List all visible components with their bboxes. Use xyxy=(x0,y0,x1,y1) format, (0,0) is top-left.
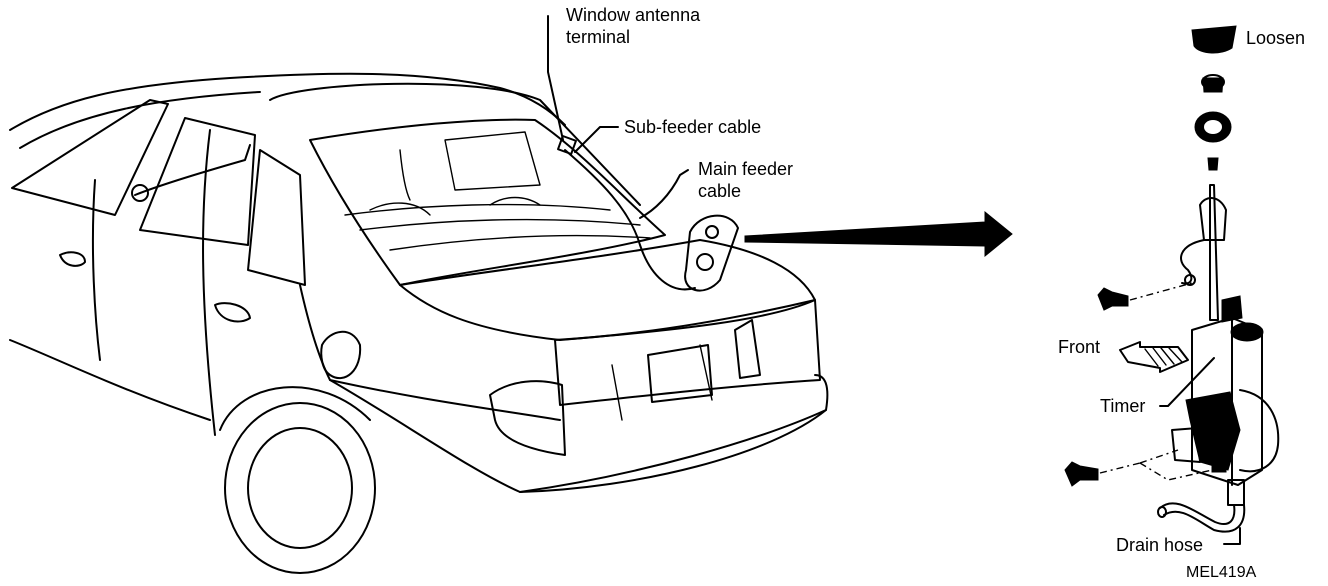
assembly-leaders xyxy=(1159,357,1241,545)
drain-hose-label: Drain hose xyxy=(1116,535,1204,555)
window-antenna-terminal-label: Window antenna terminal xyxy=(566,4,700,48)
window-antenna-terminal-label-line1: Window antenna xyxy=(566,5,701,25)
loosen-label: Loosen xyxy=(1246,28,1306,48)
main-feeder-cable-label-line2: cable xyxy=(698,181,742,201)
front-label: Front xyxy=(1058,337,1101,357)
timer-label: Timer xyxy=(1100,396,1146,416)
window-antenna-terminal-label-line2: terminal xyxy=(566,27,631,47)
direction-arrow xyxy=(744,210,1013,258)
car-illustration xyxy=(9,72,829,574)
antenna-assembly xyxy=(1064,25,1280,533)
sub-feeder-cable-label: Sub-feeder cable xyxy=(624,117,762,137)
main-feeder-cable-label: Main feeder cable xyxy=(698,158,793,202)
main-feeder-cable-label-line1: Main feeder xyxy=(698,159,794,179)
callout-leaders xyxy=(547,15,689,219)
figure-code: MEL419A xyxy=(1186,564,1257,581)
